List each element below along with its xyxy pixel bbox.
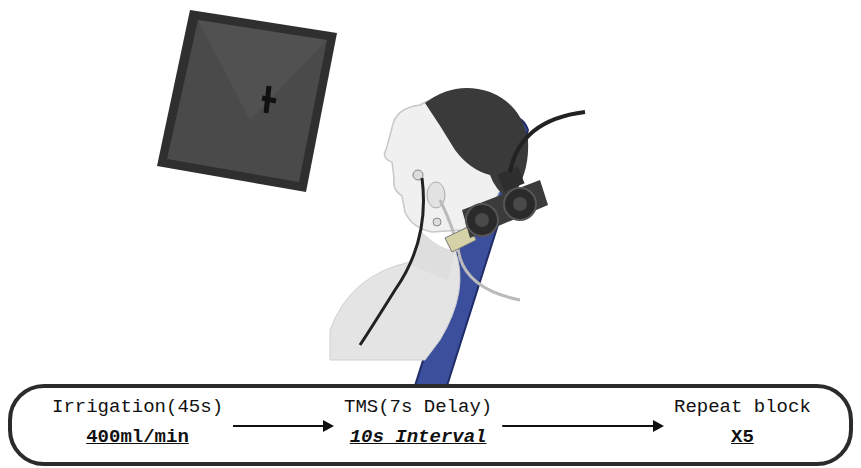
step-value: 10s Interval (344, 422, 492, 452)
tms-coil (462, 112, 585, 238)
electrode-wire (360, 178, 423, 345)
step-title: TMS(7s Delay) (344, 392, 492, 422)
sequence-panel (10, 386, 851, 464)
step-value: X5 (674, 422, 811, 452)
step-title: Repeat block (674, 392, 811, 422)
step-group: Irrigation(45s)400ml/min (48, 390, 227, 454)
step-title: Irrigation(45s) (52, 392, 223, 422)
electrode (433, 218, 441, 226)
step-group: TMS(7s Delay)10s Interval (340, 390, 496, 454)
fixation-cross (262, 86, 276, 113)
flow-arrow (502, 420, 664, 432)
step-group: Repeat blockX5 (670, 390, 815, 454)
step-value: 400ml/min (52, 422, 223, 452)
flow-arrow (233, 420, 334, 432)
tablet (157, 10, 337, 192)
